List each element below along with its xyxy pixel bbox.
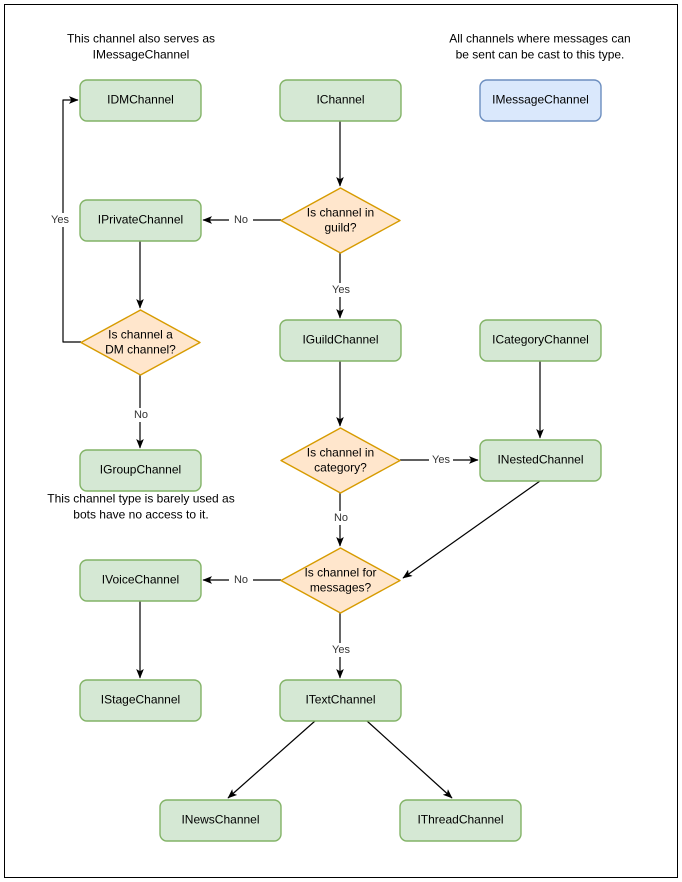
node-shape xyxy=(79,559,202,602)
node-shape xyxy=(279,79,402,122)
node-label: IMessageChannel xyxy=(492,93,589,107)
node-shape xyxy=(79,679,202,722)
edge-label-yes: Yes xyxy=(432,454,450,466)
node-icategorychannel[interactable]: ICategoryChannel xyxy=(479,319,602,362)
edge-label-backdrop xyxy=(329,283,353,297)
node-shape xyxy=(79,449,202,492)
node-iprivatechannel[interactable]: IPrivateChannel xyxy=(79,199,202,242)
node-shape xyxy=(79,79,202,122)
node-ichannel[interactable]: IChannel xyxy=(279,79,402,122)
node-shape xyxy=(79,199,202,242)
node-shape xyxy=(479,439,602,482)
node-label: IVoiceChannel xyxy=(102,573,179,587)
edge-label-yes: Yes xyxy=(332,644,350,656)
node-label: IGroupChannel xyxy=(100,463,181,477)
node-ivoicechannel[interactable]: IVoiceChannel xyxy=(79,559,202,602)
node-shape xyxy=(479,79,602,122)
edge-label-backdrop xyxy=(229,213,253,227)
edge-label-no: No xyxy=(234,574,248,586)
edge-label-no: No xyxy=(334,512,348,524)
decision-shape xyxy=(280,547,401,614)
edge-label-yes: Yes xyxy=(51,214,69,226)
edge-label-backdrop xyxy=(329,643,353,657)
node-label: INestedChannel xyxy=(497,453,583,467)
edge-itextchannel-to-inewschannel xyxy=(227,720,316,799)
flow-edge xyxy=(366,720,453,799)
node-label: IDMChannel xyxy=(107,93,174,107)
node-shape xyxy=(479,319,602,362)
edge-label-no: No xyxy=(134,409,148,421)
decision-shape xyxy=(280,187,401,254)
node-inestedchannel[interactable]: INestedChannel xyxy=(479,439,602,482)
nodes-layer: IDMChannel IChannel IMessageChannelIPrivat… xyxy=(79,79,602,842)
edge-label-yes: Yes xyxy=(332,284,350,296)
edge-label-backdrop xyxy=(429,453,453,467)
node-label: IPrivateChannel xyxy=(98,213,183,227)
edge-inestedchannel-to-q_messages xyxy=(402,480,541,579)
edge-itextchannel-to-ithreadchannel xyxy=(366,720,453,799)
node-istagechannel[interactable]: IStageChannel xyxy=(79,679,202,722)
node-label: ICategoryChannel xyxy=(492,333,589,347)
node-label: IChannel xyxy=(316,93,364,107)
node-itextchannel[interactable]: ITextChannel xyxy=(279,679,402,722)
node-label: IStageChannel xyxy=(101,693,180,707)
decision-shape xyxy=(280,427,401,494)
node-label: ITextChannel xyxy=(305,693,375,707)
node-shape xyxy=(279,679,402,722)
node-shape xyxy=(399,799,522,842)
node-idmchannel[interactable]: IDMChannel xyxy=(79,79,202,122)
flow-edge xyxy=(227,720,316,799)
edge-label-backdrop xyxy=(229,573,253,587)
flow-edge xyxy=(402,480,541,579)
node-inewschannel[interactable]: INewsChannel xyxy=(159,799,282,842)
node-igroupchannel[interactable]: IGroupChannel xyxy=(79,449,202,492)
node-ithreadchannel[interactable]: IThreadChannel xyxy=(399,799,522,842)
edge-label-no: No xyxy=(234,214,248,226)
node-iguildchannel[interactable]: IGuildChannel xyxy=(279,319,402,362)
edge-label-backdrop xyxy=(329,511,353,525)
node-label: INewsChannel xyxy=(181,813,259,827)
node-shape xyxy=(279,319,402,362)
decision-shape xyxy=(80,309,201,376)
node-label: IGuildChannel xyxy=(302,333,378,347)
node-shape xyxy=(159,799,282,842)
node-label: IThreadChannel xyxy=(417,813,503,827)
edge-label-backdrop xyxy=(129,408,153,422)
node-imessagechannel[interactable]: IMessageChannel xyxy=(479,79,602,122)
edge-label-backdrop xyxy=(48,213,72,227)
